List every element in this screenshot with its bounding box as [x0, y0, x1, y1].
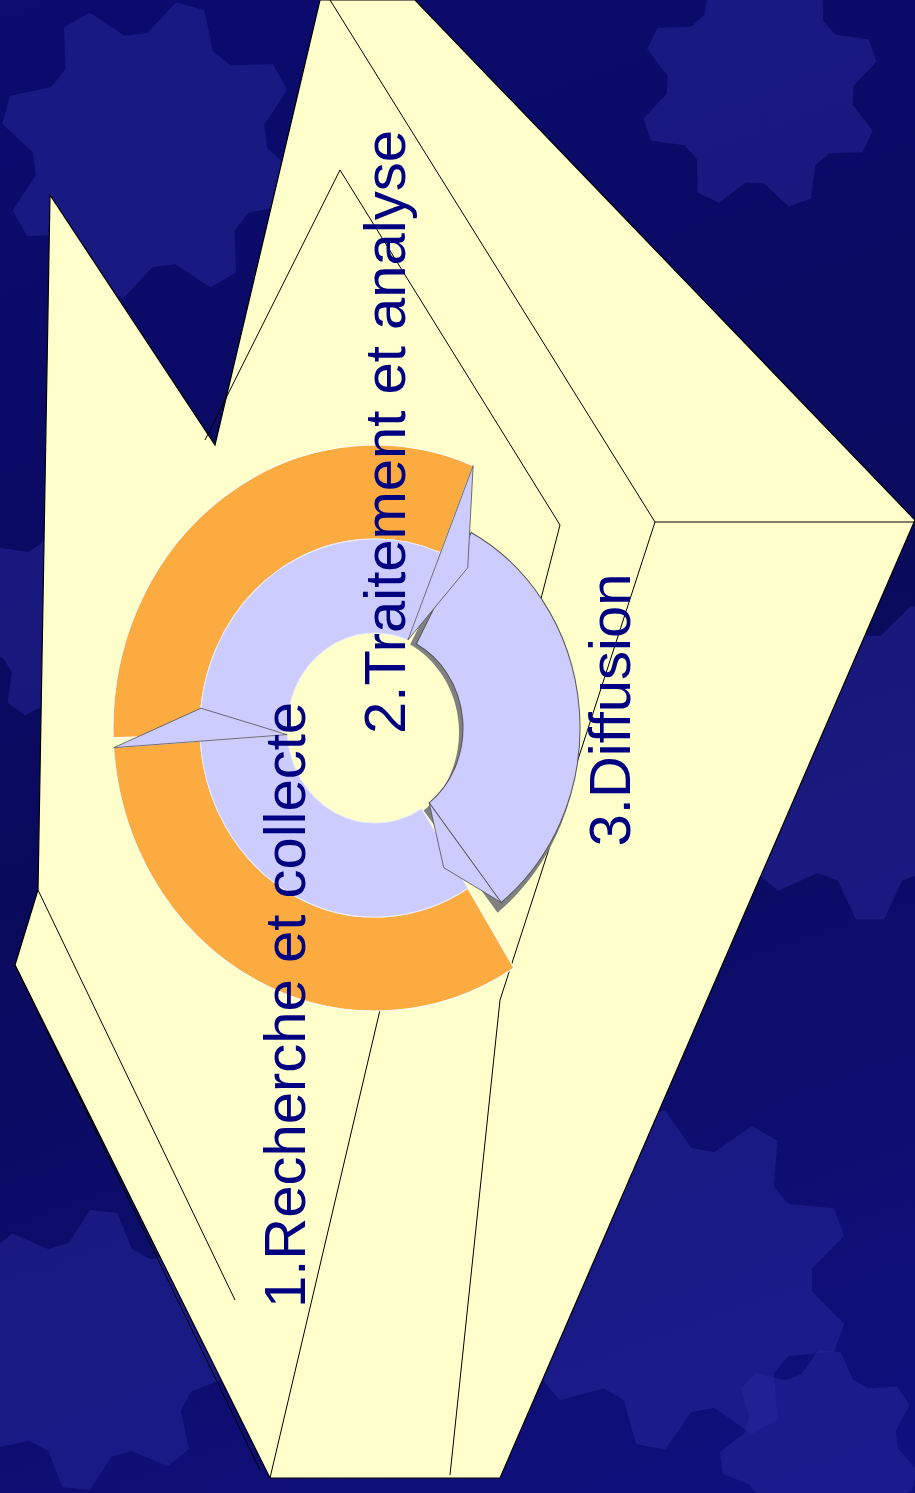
- gear-shape: [704, 1332, 915, 1493]
- step-shape: [15, 0, 915, 1478]
- cycle-segment: [200, 735, 467, 917]
- step-outline: [15, 0, 915, 1478]
- step-edge: [330, 0, 915, 522]
- cycle-arrows: [113, 445, 580, 1011]
- step-edge: [15, 965, 260, 1470]
- stage-label: 3.Diffusion: [581, 574, 639, 847]
- stage-label: 2.Traitement et analyse: [356, 130, 414, 734]
- arrow-tip: [408, 466, 473, 640]
- arrow-tip: [429, 803, 501, 903]
- stage-label: 1.Recherche et collecte: [256, 702, 314, 1308]
- gear-shape: [606, 0, 914, 244]
- cycle-band: [113, 445, 473, 738]
- step-edge: [38, 890, 235, 1300]
